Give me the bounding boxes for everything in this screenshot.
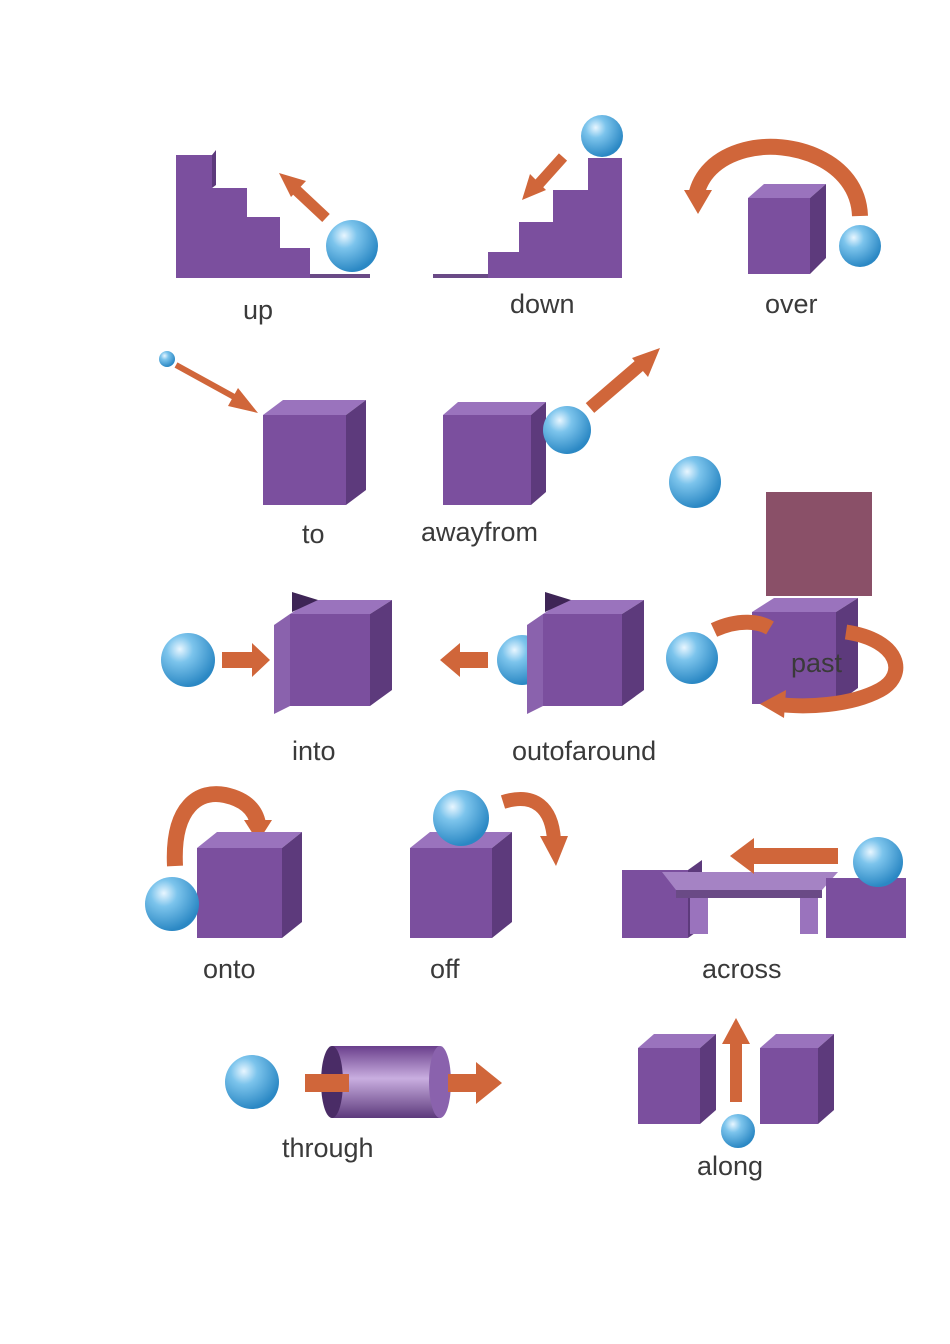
along-arrow-icon [722,1018,750,1102]
ball-icon [145,877,199,931]
label-up: up [243,297,273,324]
to-illustration [159,351,366,505]
label-over: over [765,291,818,318]
off-illustration [410,790,568,938]
label-awayfrom: awayfrom [421,519,538,546]
through-illustration [225,1046,502,1118]
staircase [488,158,622,278]
ball-icon [581,115,623,157]
label-off: off [430,956,460,983]
cube-front [543,614,622,706]
past-illustration [666,598,896,718]
ball-icon [666,632,718,684]
right-block [826,878,906,938]
cube-front [197,848,282,938]
over-illustration [684,147,881,274]
cube-front [638,1048,700,1124]
ball-icon [721,1114,755,1148]
cube-front [263,415,346,505]
along-illustration [638,1018,834,1148]
across-illustration [622,837,906,938]
outof-arrow-icon [440,643,488,677]
ball-icon [326,220,378,272]
into-illustration [161,592,392,714]
outofaround-illustration [440,592,644,714]
label-outofaround: outofaround [512,738,656,765]
ball-icon [433,790,489,846]
ball-icon [225,1055,279,1109]
ball-icon [669,456,721,508]
ball-icon [853,837,903,887]
cube-front [290,614,370,706]
label-onto: onto [203,956,256,983]
label-into: into [292,738,336,765]
awayfrom-illustration [443,348,721,508]
label-to: to [302,521,325,548]
bridge-deck [662,872,838,890]
open-flap [274,614,290,714]
ball-icon [543,406,591,454]
open-flap [527,614,543,714]
down-illustration [433,115,623,278]
into-arrow-icon [222,643,270,677]
awayfrom-arrow-icon [590,348,660,408]
ball-icon [161,633,215,687]
to-arrow-icon [176,365,258,413]
ball-icon [159,351,175,367]
cube-front [760,1048,818,1124]
onto-illustration [145,794,302,938]
label-past: past [791,650,842,677]
label-through: through [282,1135,374,1162]
label-along: along [697,1153,763,1180]
label-across: across [702,956,782,983]
across-arrow-icon [730,838,838,874]
cube-front [443,415,531,505]
staircase [176,155,310,278]
ball-icon [839,225,881,267]
cube-front [748,198,810,274]
through-arrow-icon [305,1074,349,1092]
color-patch [766,492,872,596]
pillar [690,898,708,934]
pillar [800,898,818,934]
up-arrow-icon [279,173,326,218]
up-illustration [176,150,378,278]
label-down: down [510,291,575,318]
cube-front [410,848,492,938]
